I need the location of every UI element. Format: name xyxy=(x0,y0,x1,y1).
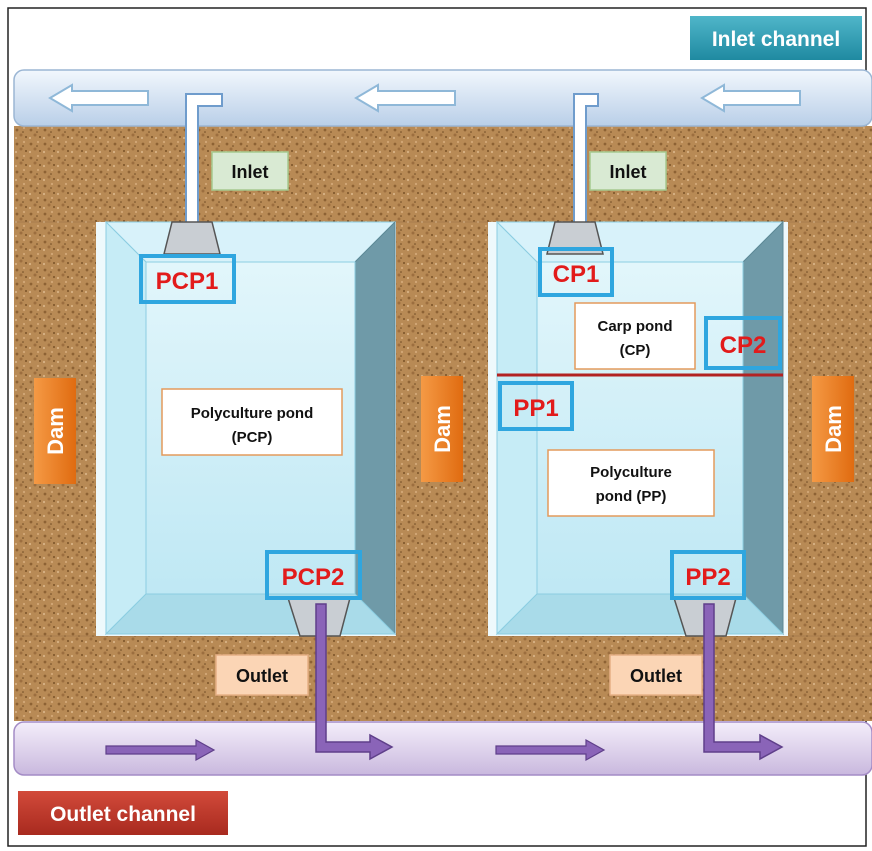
right-outlet-label: Outlet xyxy=(630,666,682,686)
left-outlet-label: Outlet xyxy=(236,666,288,686)
outlet-channel-label: Outlet channel xyxy=(50,803,196,826)
left-pond-label-box xyxy=(161,388,343,456)
dam-middle: Dam xyxy=(421,376,463,482)
flow-arrow-right-icon xyxy=(105,738,216,762)
sample-label-cp2: CP2 xyxy=(720,332,767,359)
sample-label-pp2: PP2 xyxy=(685,564,730,591)
poly-pond-label-box xyxy=(547,449,715,517)
carp-pond-label-box xyxy=(574,302,696,370)
poly-pond-label-line2: pond (PP) xyxy=(596,488,667,505)
carp-pond-label-line1: Carp pond xyxy=(598,318,673,335)
sample-point-cp2: CP2 xyxy=(704,316,782,370)
left-outlet-box xyxy=(215,654,309,696)
right-inlet-label: Inlet xyxy=(609,162,646,182)
dam-right: Dam xyxy=(812,376,854,482)
right-outlet-box xyxy=(609,654,703,696)
sample-point-pp1: PP1 xyxy=(498,381,574,431)
sample-label-pcp1: PCP1 xyxy=(156,268,219,295)
inlet-channel-label: Inlet channel xyxy=(712,28,840,51)
left-pond-label-line1: Polyculture pond xyxy=(191,405,314,422)
flow-arrow-left-icon xyxy=(48,83,149,113)
inlet-channel-tag xyxy=(690,16,862,60)
dam-middle-label: Dam xyxy=(430,405,455,453)
outlet-pipe-right-icon xyxy=(703,603,784,761)
dam-right-label: Dam xyxy=(821,405,846,453)
right-inlet-box xyxy=(589,151,667,191)
sample-point-pcp2: PCP2 xyxy=(265,550,362,600)
left-inlet-box xyxy=(211,151,289,191)
flow-arrow-left-icon xyxy=(354,83,456,113)
inlet-fittings xyxy=(163,221,604,255)
outlet-channel xyxy=(13,721,872,776)
flow-arrow-left-icon xyxy=(700,83,801,113)
sample-point-pcp1: PCP1 xyxy=(139,254,236,304)
inlet-flow-arrows xyxy=(48,83,801,113)
sample-point-cp1: CP1 xyxy=(538,247,614,297)
dam-left: Dam xyxy=(34,378,76,484)
outlet-flow-arrows xyxy=(105,738,606,762)
sample-label-cp1: CP1 xyxy=(553,261,600,288)
sample-label-pp1: PP1 xyxy=(513,395,558,422)
sample-label-pcp2: PCP2 xyxy=(282,564,345,591)
poly-pond-label-line1: Polyculture xyxy=(590,464,672,481)
dam-left-label: Dam xyxy=(43,407,68,455)
outlet-channel-tag xyxy=(18,791,228,835)
left-pond-label-line2: (PCP) xyxy=(232,429,273,446)
sample-point-pp2: PP2 xyxy=(670,550,746,600)
flow-arrow-right-icon xyxy=(495,738,606,762)
carp-pond-label-line2: (CP) xyxy=(620,342,651,359)
left-inlet-label: Inlet xyxy=(231,162,268,182)
outlet-pipe-left-icon xyxy=(315,603,394,761)
outlet-pipes xyxy=(315,603,784,761)
